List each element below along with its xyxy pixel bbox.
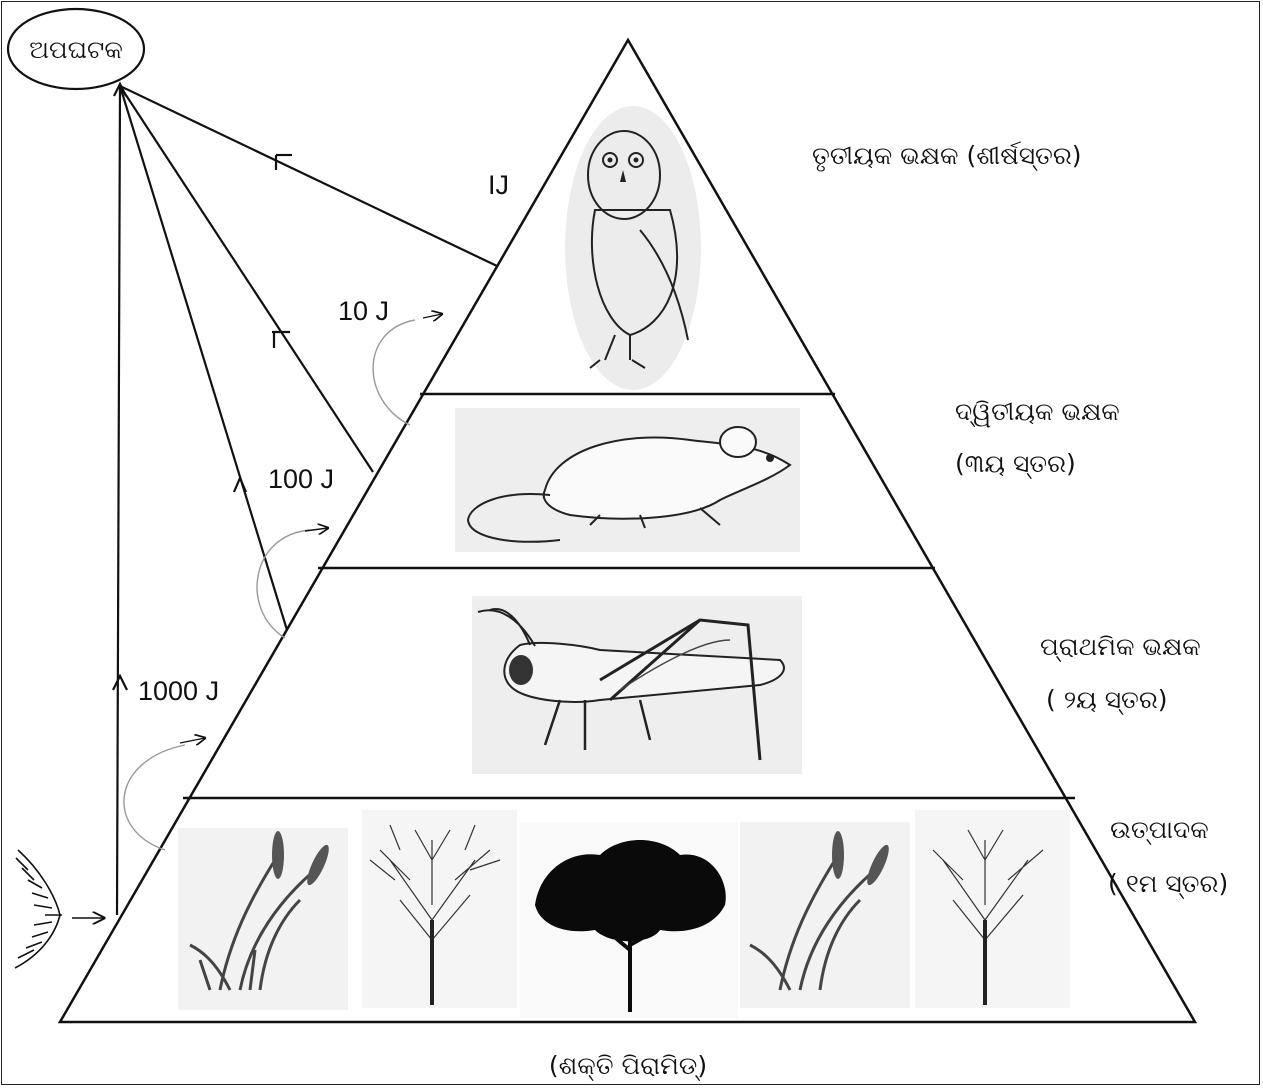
decomposer-flows: [112, 81, 498, 916]
decomposer-label: ଅପଘଟକ: [29, 35, 123, 64]
pyramid-outline: [57, 37, 1198, 1024]
curve-level1: [123, 744, 186, 851]
pyramid: [57, 37, 1198, 1024]
curve-level3: [372, 319, 416, 426]
energy-label-secondary: 10 J: [338, 296, 389, 326]
grasshopper-icon: [472, 596, 802, 774]
mouse-icon: [455, 408, 800, 552]
flow-tertiary-to-decomposer: [119, 85, 498, 267]
level-name-primary: ପ୍ରାଥମିକ ଭକ୍ଷକ: [1040, 632, 1201, 662]
decomposer-ellipse: [6, 7, 146, 91]
level-name-secondary: ଦ୍ୱିତୀୟକ ଭକ୍ଷକ: [955, 397, 1120, 427]
energy-label-producer: 1000 J: [138, 676, 219, 706]
flow-secondary-to-decomposer: [119, 85, 374, 473]
energy-transfer-curves: [123, 314, 442, 851]
energy-label-tertiary: IJ: [488, 170, 509, 200]
plants-icon: [178, 810, 1070, 1018]
arrowhead-producer-flow: [112, 673, 128, 691]
diagram-caption: (ଶକ୍ତି ପିରାମିଡ୍): [549, 1051, 707, 1081]
flow-producer-to-decomposer: [115, 85, 122, 916]
level-name-secondary-sub: (୩ୟ ସ୍ତର): [955, 449, 1076, 479]
energy-label-primary: 100 J: [268, 464, 334, 494]
level-name-tertiary: ତୃତୀୟକ ଭକ୍ଷକ (ଶୀର୍ଷସ୍ତର): [812, 141, 1082, 172]
arrowhead-top: [113, 81, 127, 97]
flow-primary-to-decomposer: [118, 85, 289, 631]
sun-icon: [14, 849, 104, 969]
owl-icon: [565, 106, 701, 390]
level-name-producer: ଉତ୍ପାଦକ: [1110, 815, 1209, 845]
decomposer: ଅପଘଟକ: [6, 7, 146, 91]
level-name-producer-sub: ( ୧ମ ସ୍ତର): [1108, 869, 1228, 899]
curve-level2: [256, 529, 311, 639]
arrowhead-primary-flow: [232, 475, 248, 493]
level-name-primary-sub: ( ୨ୟ ସ୍ତର): [1046, 685, 1168, 715]
